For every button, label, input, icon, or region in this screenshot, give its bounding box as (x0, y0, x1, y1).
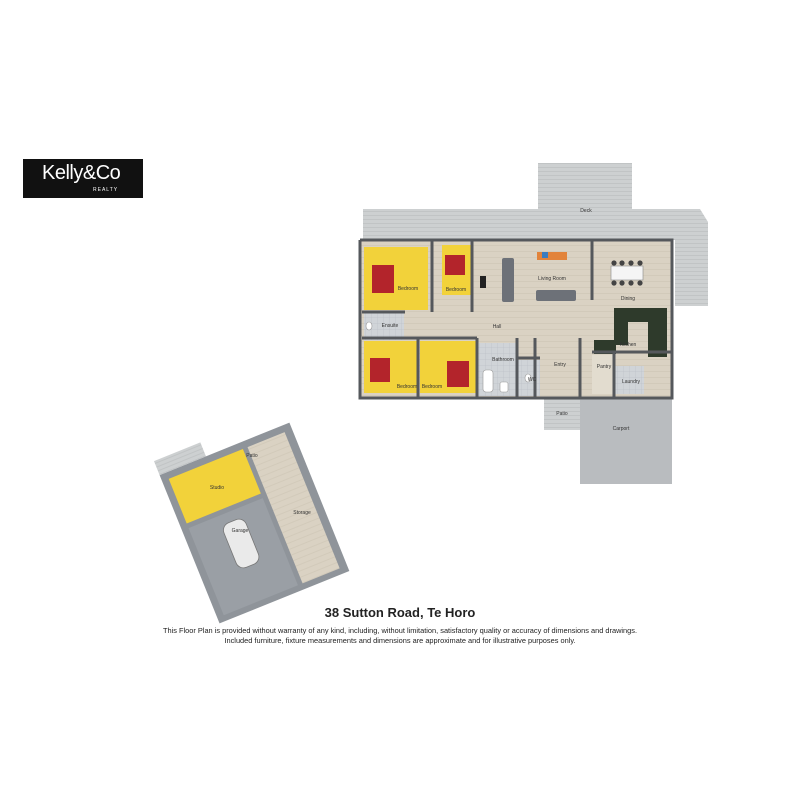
label-laundry: Laundry (621, 379, 641, 385)
house-walls (358, 238, 674, 400)
disclaimer-line-2: Included furniture, fixture measurements… (224, 636, 576, 645)
label-carport: Carport (612, 426, 630, 432)
label-kitchen: Kitchen (619, 342, 637, 348)
label-bedroom-2: Bedroom (445, 287, 467, 293)
disclaimer-line-1: This Floor Plan is provided without warr… (162, 626, 638, 635)
label-hall: Hall (492, 324, 502, 330)
kelly-co-logo: Kelly&Co REALTY (23, 159, 143, 198)
laundry-floor (614, 366, 644, 394)
label-studio: Studio (209, 485, 225, 491)
bathroom-fixtures (365, 321, 532, 393)
label-bathroom: Bathroom (492, 357, 514, 363)
label-bedroom-1: Bedroom (397, 286, 419, 292)
label-storage: Storage (293, 510, 311, 516)
deck-area (363, 163, 708, 306)
logo-tagline: REALTY (93, 187, 119, 193)
label-pantry: Pantry (596, 364, 612, 370)
logo-wordmark: Kelly&Co (42, 162, 121, 184)
label-deck: Deck (580, 208, 592, 214)
label-bedroom-4: Bedroom (421, 384, 443, 390)
label-patio-main: Patio (556, 411, 568, 417)
carport-area (580, 392, 672, 484)
label-wc: WC (527, 377, 537, 383)
label-entry: Entry (554, 362, 566, 368)
living-furniture (480, 252, 644, 302)
patio-front (544, 398, 584, 430)
label-dining: Dining (620, 296, 636, 302)
beds (370, 255, 469, 387)
label-patio-studio: Patio (246, 453, 258, 459)
studio-building (153, 422, 350, 624)
disclaimer-text: This Floor Plan is provided without warr… (100, 626, 700, 646)
pantry-floor (592, 355, 614, 394)
label-living-room: Living Room (538, 276, 566, 282)
property-address: 38 Sutton Road, Te Horo (324, 605, 476, 620)
label-ensuite: Ensuite (381, 323, 399, 329)
label-bedroom-3: Bedroom (396, 384, 418, 390)
label-garage: Garage (231, 528, 249, 534)
